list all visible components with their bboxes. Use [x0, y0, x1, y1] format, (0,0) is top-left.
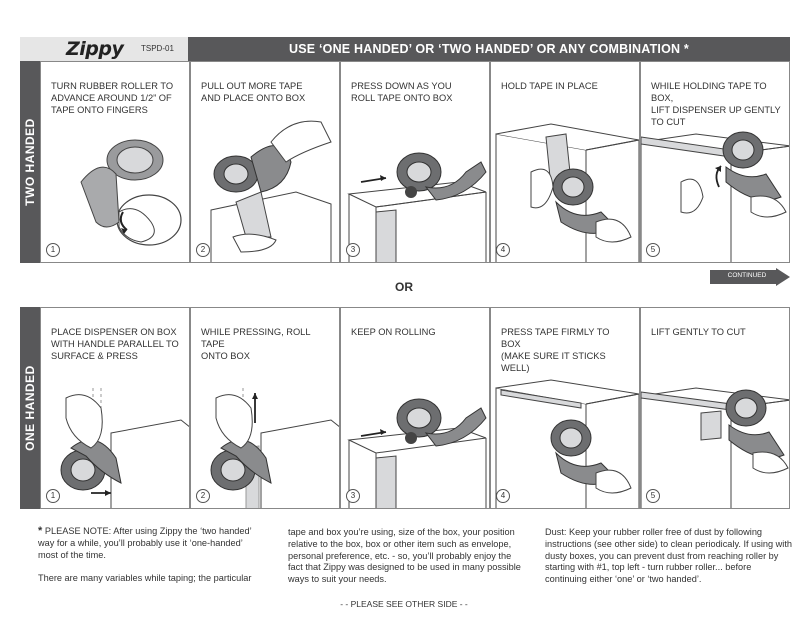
roll-tape-illustration	[210, 388, 339, 508]
place-dispenser-illustration	[60, 388, 189, 508]
variables-text: There are many variables while taping; t…	[38, 573, 252, 584]
two-handed-step-2: PULL OUT MORE TAPE AND PLACE ONTO BOX 2	[190, 61, 340, 263]
one-handed-label: ONE HANDED	[20, 307, 40, 509]
two-handed-step-5: WHILE HOLDING TAPE TO BOX, LIFT DISPENSE…	[640, 61, 790, 263]
hold-tape-illustration	[495, 123, 639, 262]
logo-box: Zippy TSPD-01	[20, 37, 188, 61]
continued-arrow: CONTINUED	[710, 268, 790, 286]
two-handed-step-3: PRESS DOWN AS YOU ROLL TAPE ONTO BOX 3	[340, 61, 490, 263]
one-handed-step-3: KEEP ON ROLLING 3	[340, 307, 490, 509]
step-instruction: PLACE DISPENSER ON BOX WITH HANDLE PARAL…	[51, 327, 179, 361]
step-instruction: HOLD TAPE IN PLACE	[501, 81, 598, 91]
step-number: 2	[196, 489, 210, 503]
press-firmly-illustration	[495, 379, 639, 508]
continued-label: CONTINUED	[727, 272, 767, 279]
one-handed-step-2: WHILE PRESSING, ROLL TAPE ONTO BOX 2	[190, 307, 340, 509]
pull-tape-illustration	[210, 120, 332, 262]
keep-rolling-illustration	[347, 398, 487, 508]
lift-gently-illustration	[641, 387, 789, 508]
header-bar: USE ‘ONE HANDED’ OR ‘TWO HANDED’ OR ANY …	[188, 37, 790, 61]
step-number: 5	[646, 489, 660, 503]
step-instruction: LIFT GENTLY TO CUT	[651, 327, 746, 337]
step-number: 1	[46, 489, 60, 503]
two-handed-step-4: HOLD TAPE IN PLACE 4	[490, 61, 640, 263]
step-instruction: PULL OUT MORE TAPE AND PLACE ONTO BOX	[201, 81, 306, 103]
one-handed-step-5: LIFT GENTLY TO CUT 5	[640, 307, 790, 509]
two-handed-label: TWO HANDED	[20, 61, 40, 263]
step-instruction: PRESS TAPE FIRMLY TO BOX (MAKE SURE IT S…	[501, 327, 610, 373]
note-column-2: tape and box you’re using, size of the b…	[288, 527, 521, 585]
step-number: 5	[646, 243, 660, 257]
note-column-3: Dust: Keep your rubber roller free of du…	[545, 527, 792, 585]
asterisk: *	[38, 525, 43, 537]
page-title: USE ‘ONE HANDED’ OR ‘TWO HANDED’ OR ANY …	[289, 42, 689, 56]
one-handed-step-1: PLACE DISPENSER ON BOX WITH HANDLE PARAL…	[40, 307, 190, 509]
lift-cut-illustration	[641, 131, 789, 262]
one-handed-step-4: PRESS TAPE FIRMLY TO BOX (MAKE SURE IT S…	[490, 307, 640, 509]
please-note-text: PLEASE NOTE: After using Zippy the ‘two …	[38, 526, 252, 560]
step-instruction: WHILE HOLDING TAPE TO BOX, LIFT DISPENSE…	[651, 81, 781, 127]
step-instruction: KEEP ON ROLLING	[351, 327, 436, 337]
step-number: 2	[196, 243, 210, 257]
step-instruction: PRESS DOWN AS YOU ROLL TAPE ONTO BOX	[351, 81, 453, 103]
step-number: 4	[496, 489, 510, 503]
arrow-right-icon	[710, 268, 790, 286]
step-number: 4	[496, 243, 510, 257]
see-other-side: - - PLEASE SEE OTHER SIDE - -	[340, 599, 468, 609]
hand-roller-illustration	[80, 139, 182, 246]
or-separator: OR	[395, 280, 413, 294]
step-instruction: WHILE PRESSING, ROLL TAPE ONTO BOX	[201, 327, 311, 361]
note-column-1: * PLEASE NOTE: After using Zippy the ‘tw…	[38, 525, 263, 585]
two-handed-step-1: TURN RUBBER ROLLER TO ADVANCE AROUND 1/2…	[40, 61, 190, 263]
step-number: 3	[346, 243, 360, 257]
step-number: 1	[46, 243, 60, 257]
step-number: 3	[346, 489, 360, 503]
press-roll-illustration	[347, 152, 487, 262]
zippy-logo: Zippy	[66, 38, 124, 60]
step-instruction: TURN RUBBER ROLLER TO ADVANCE AROUND 1/2…	[51, 81, 174, 115]
product-code: TSPD-01	[141, 44, 174, 53]
